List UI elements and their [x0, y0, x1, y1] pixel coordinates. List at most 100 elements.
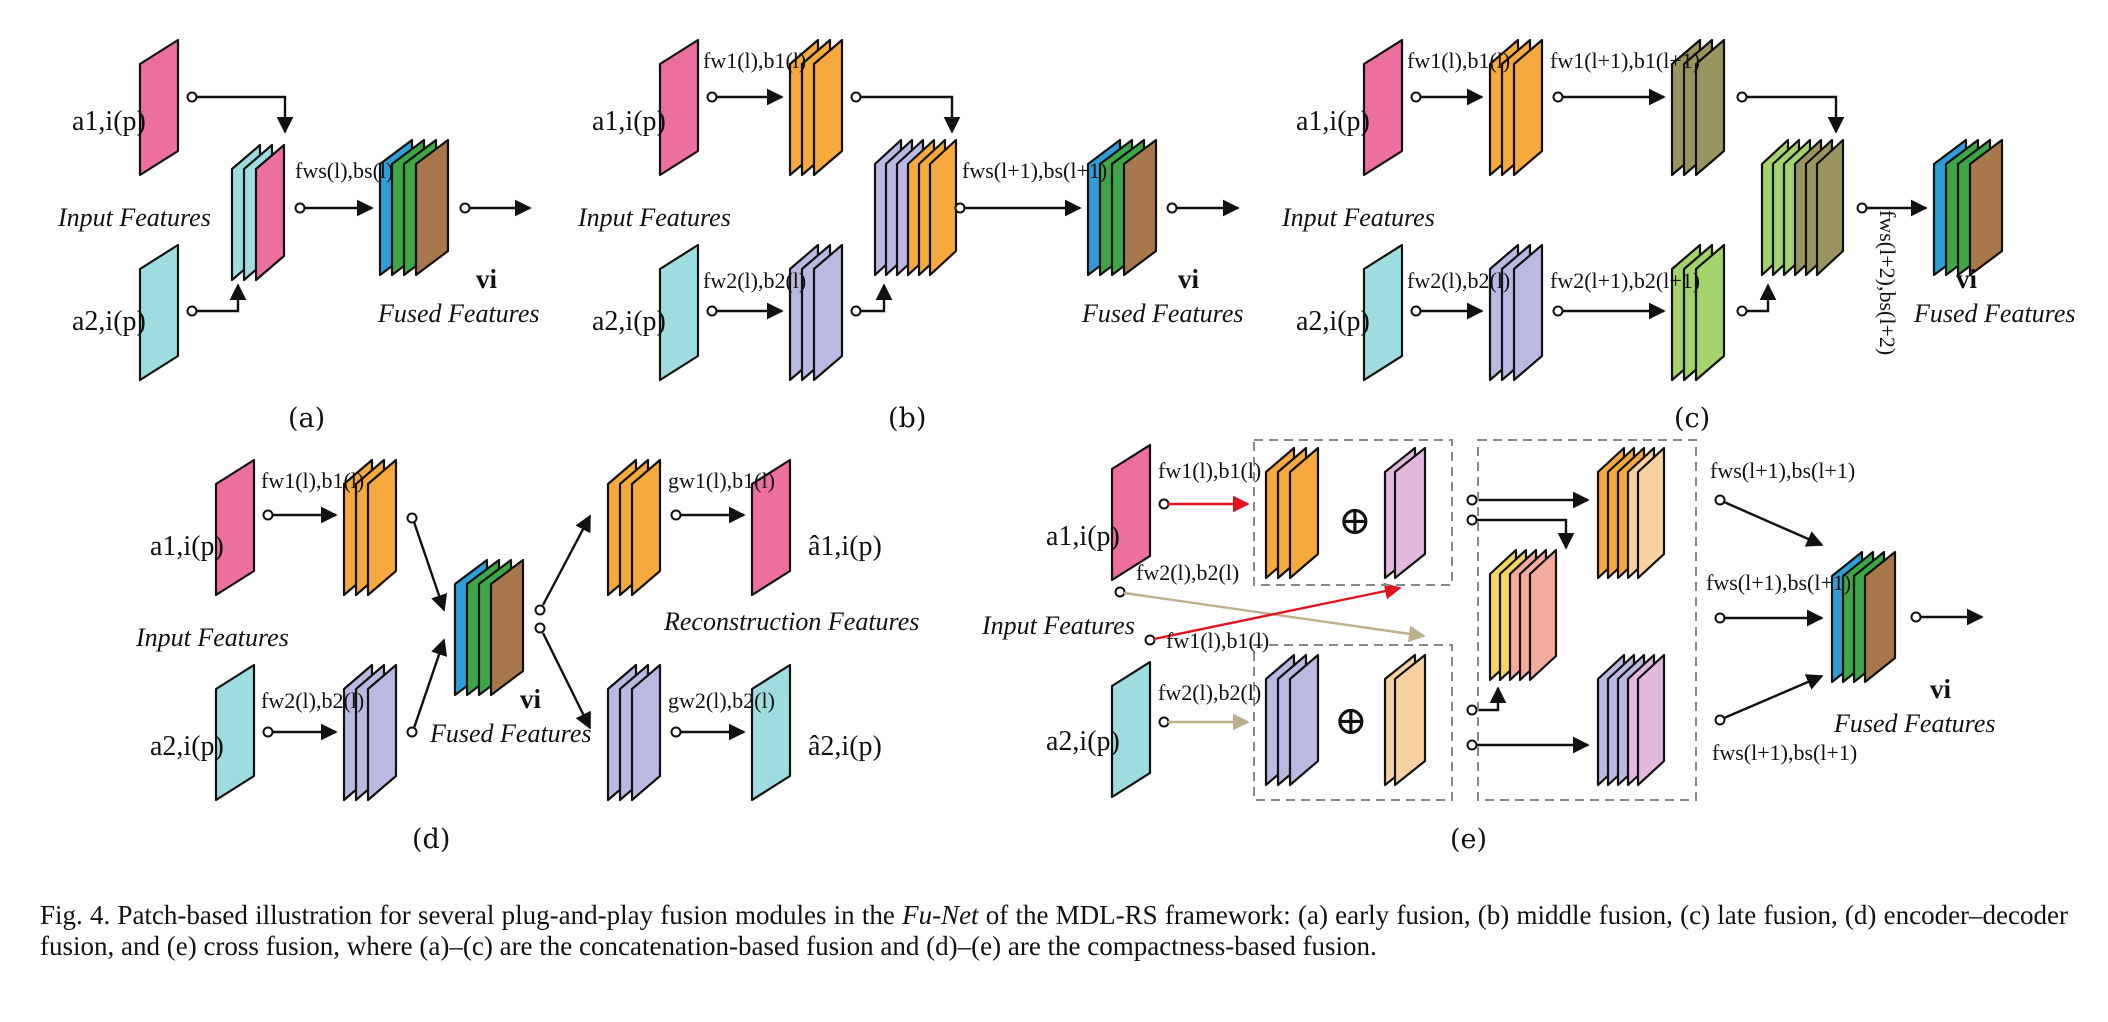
panel-d-label: (d) [412, 824, 450, 855]
input-a2-label: a2,i(p) [592, 306, 666, 337]
group-bottom-box [1253, 644, 1453, 801]
recon-a2-patch [750, 663, 792, 802]
concat-stack-layer [254, 143, 286, 282]
output-vi-label: vi [1930, 674, 1952, 704]
enc-top-stack-layer [812, 38, 844, 177]
input-a1-patch [214, 458, 256, 597]
enc-bottom-2-stack-layer [1694, 243, 1726, 382]
cross-top-stack-layer [1393, 446, 1427, 580]
fn-bottom-label: fw2(l),b2(l) [261, 688, 364, 713]
node [1466, 739, 1478, 751]
node [1714, 612, 1726, 624]
fn-top-label: fw1(l),b1(l) [261, 468, 364, 493]
arrow-top-2 [860, 95, 961, 134]
fused-features-label: Fused Features [429, 719, 592, 748]
panel-b-label: (b) [888, 403, 926, 434]
oplus-top-icon: ⊕ [1338, 498, 1372, 544]
input-a2-patch [658, 243, 700, 382]
caption-italic: Fu-Net [902, 900, 979, 930]
panel-c-label: (c) [1674, 403, 1710, 434]
arrow-mid-mix-up [1476, 686, 1507, 712]
panel-e: a1,i(p) Input Features a2,i(p) fw1(l),b1… [981, 458, 1996, 855]
reconstruction-features-label: Reconstruction Features [663, 607, 919, 636]
fn-top-label: fw1(l),b1(l) [703, 48, 806, 73]
node [850, 91, 862, 103]
arrow-to-fused-bottom [412, 638, 448, 729]
arrow-a2 [196, 283, 247, 313]
panel-a-label: (a) [288, 403, 325, 434]
mix-mid-stack-layer [1528, 548, 1558, 682]
fused-features-label: Fused Features [1913, 299, 2076, 328]
node [1466, 494, 1478, 506]
arrow-fuse-top [1723, 500, 1824, 547]
input-a1-patch [1362, 38, 1404, 177]
input-a2-patch [1362, 243, 1404, 382]
node [670, 726, 682, 738]
arrow-fuse-bottom [1723, 674, 1824, 720]
enc-bottom-stack-layer [1512, 243, 1544, 382]
fuse-fn-bottom-label: fws(l+1),bs(l+1) [1712, 740, 1857, 765]
input-a2-label: a2,i(p) [1046, 726, 1120, 757]
node [1856, 202, 1868, 214]
arrow-bottom-2 [860, 283, 893, 313]
caption-suffix: of the MDL-RS framework: (a) early fusio… [40, 900, 2068, 961]
input-features-label: Input Features [577, 203, 731, 232]
fused-stack-layer [1968, 138, 2004, 277]
fn-top-1-label: fw1(l),b1(l) [1407, 48, 1510, 73]
fused-features-label: Fused Features [1833, 709, 1996, 738]
output-vi-label: vi [1178, 264, 1200, 294]
panel-d: a1,i(p) Input Features a2,i(p) fw1(l),b1… [135, 468, 919, 855]
fused-features-label: Fused Features [1081, 299, 1244, 328]
group-top-box [1253, 439, 1453, 586]
node [1158, 498, 1170, 510]
fused-stack-layer [489, 558, 525, 697]
input-features-label: Input Features [981, 611, 1135, 640]
node [1736, 91, 1748, 103]
node [1410, 305, 1422, 317]
dashed-groups [1253, 439, 1697, 801]
node [1552, 91, 1564, 103]
input-a2-patch [214, 663, 256, 802]
node [459, 202, 471, 214]
input-a1-label: a1,i(p) [592, 106, 666, 137]
caption-prefix: Fig. 4. Patch-based illustration for sev… [40, 900, 903, 930]
mix-bottom-stack-layer [1636, 653, 1666, 787]
fuse-fn-label: fws(l+2),bs(l+2) [1875, 210, 1900, 355]
fn-cross-bottom-label: fw1(l),b1(l) [1166, 628, 1269, 653]
output-vi-label: vi [1956, 264, 1978, 294]
enc-top-stack-layer [1512, 38, 1544, 177]
node [186, 91, 198, 103]
fn-bottom-label: fw2(l),b2(l) [703, 268, 806, 293]
dec-top-stack-layer [630, 458, 662, 597]
arrow-bottom-3 [1746, 283, 1777, 313]
input-a2-label: a2,i(p) [72, 306, 146, 337]
mix-top-stack-layer [1636, 446, 1666, 580]
feature-patches [138, 38, 2004, 802]
group-mid-box [1477, 439, 1697, 801]
arrow-to-dec-top [541, 514, 592, 606]
connection-arrows [186, 88, 1984, 754]
input-features-label: Input Features [135, 623, 289, 652]
dec-top-label: gw1(l),b1(l) [668, 468, 775, 493]
concat-stack-layer [928, 138, 958, 277]
arrow-to-dec-bottom [541, 632, 592, 730]
enc-top-stack-layer [1288, 446, 1320, 580]
fn-cross-top-label: fw2(l),b2(l) [1136, 560, 1239, 585]
node [406, 726, 418, 738]
input-features-label: Input Features [1281, 203, 1435, 232]
fusion-modules-diagram: a1,i(p) Input Features a2,i(p) fws(l),bs… [57, 38, 2076, 855]
fused-features-label: Fused Features [377, 299, 540, 328]
node [1158, 716, 1170, 728]
input-a2-label: a2,i(p) [1296, 306, 1370, 337]
input-a1-label: a1,i(p) [1046, 521, 1120, 552]
node [1466, 704, 1478, 716]
dec-bottom-stack-layer [630, 663, 662, 802]
dec-bottom-label: gw2(l),b2(l) [668, 688, 775, 713]
node [1714, 494, 1726, 506]
input-a1-patch [138, 38, 180, 177]
arrow-mid-mix [1476, 518, 1575, 550]
node [706, 305, 718, 317]
enc-top-2-stack-layer [1694, 38, 1726, 177]
node [1552, 305, 1564, 317]
fn-bottom-label: fw2(l),b2(l) [1158, 680, 1261, 705]
